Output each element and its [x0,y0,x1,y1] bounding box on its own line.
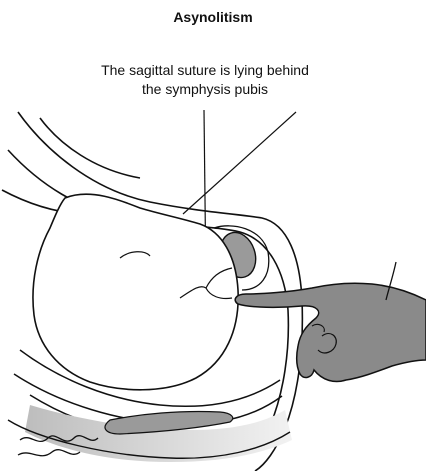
leader-line [183,112,296,214]
examining-hand [235,283,426,381]
fetal-head [33,194,238,390]
